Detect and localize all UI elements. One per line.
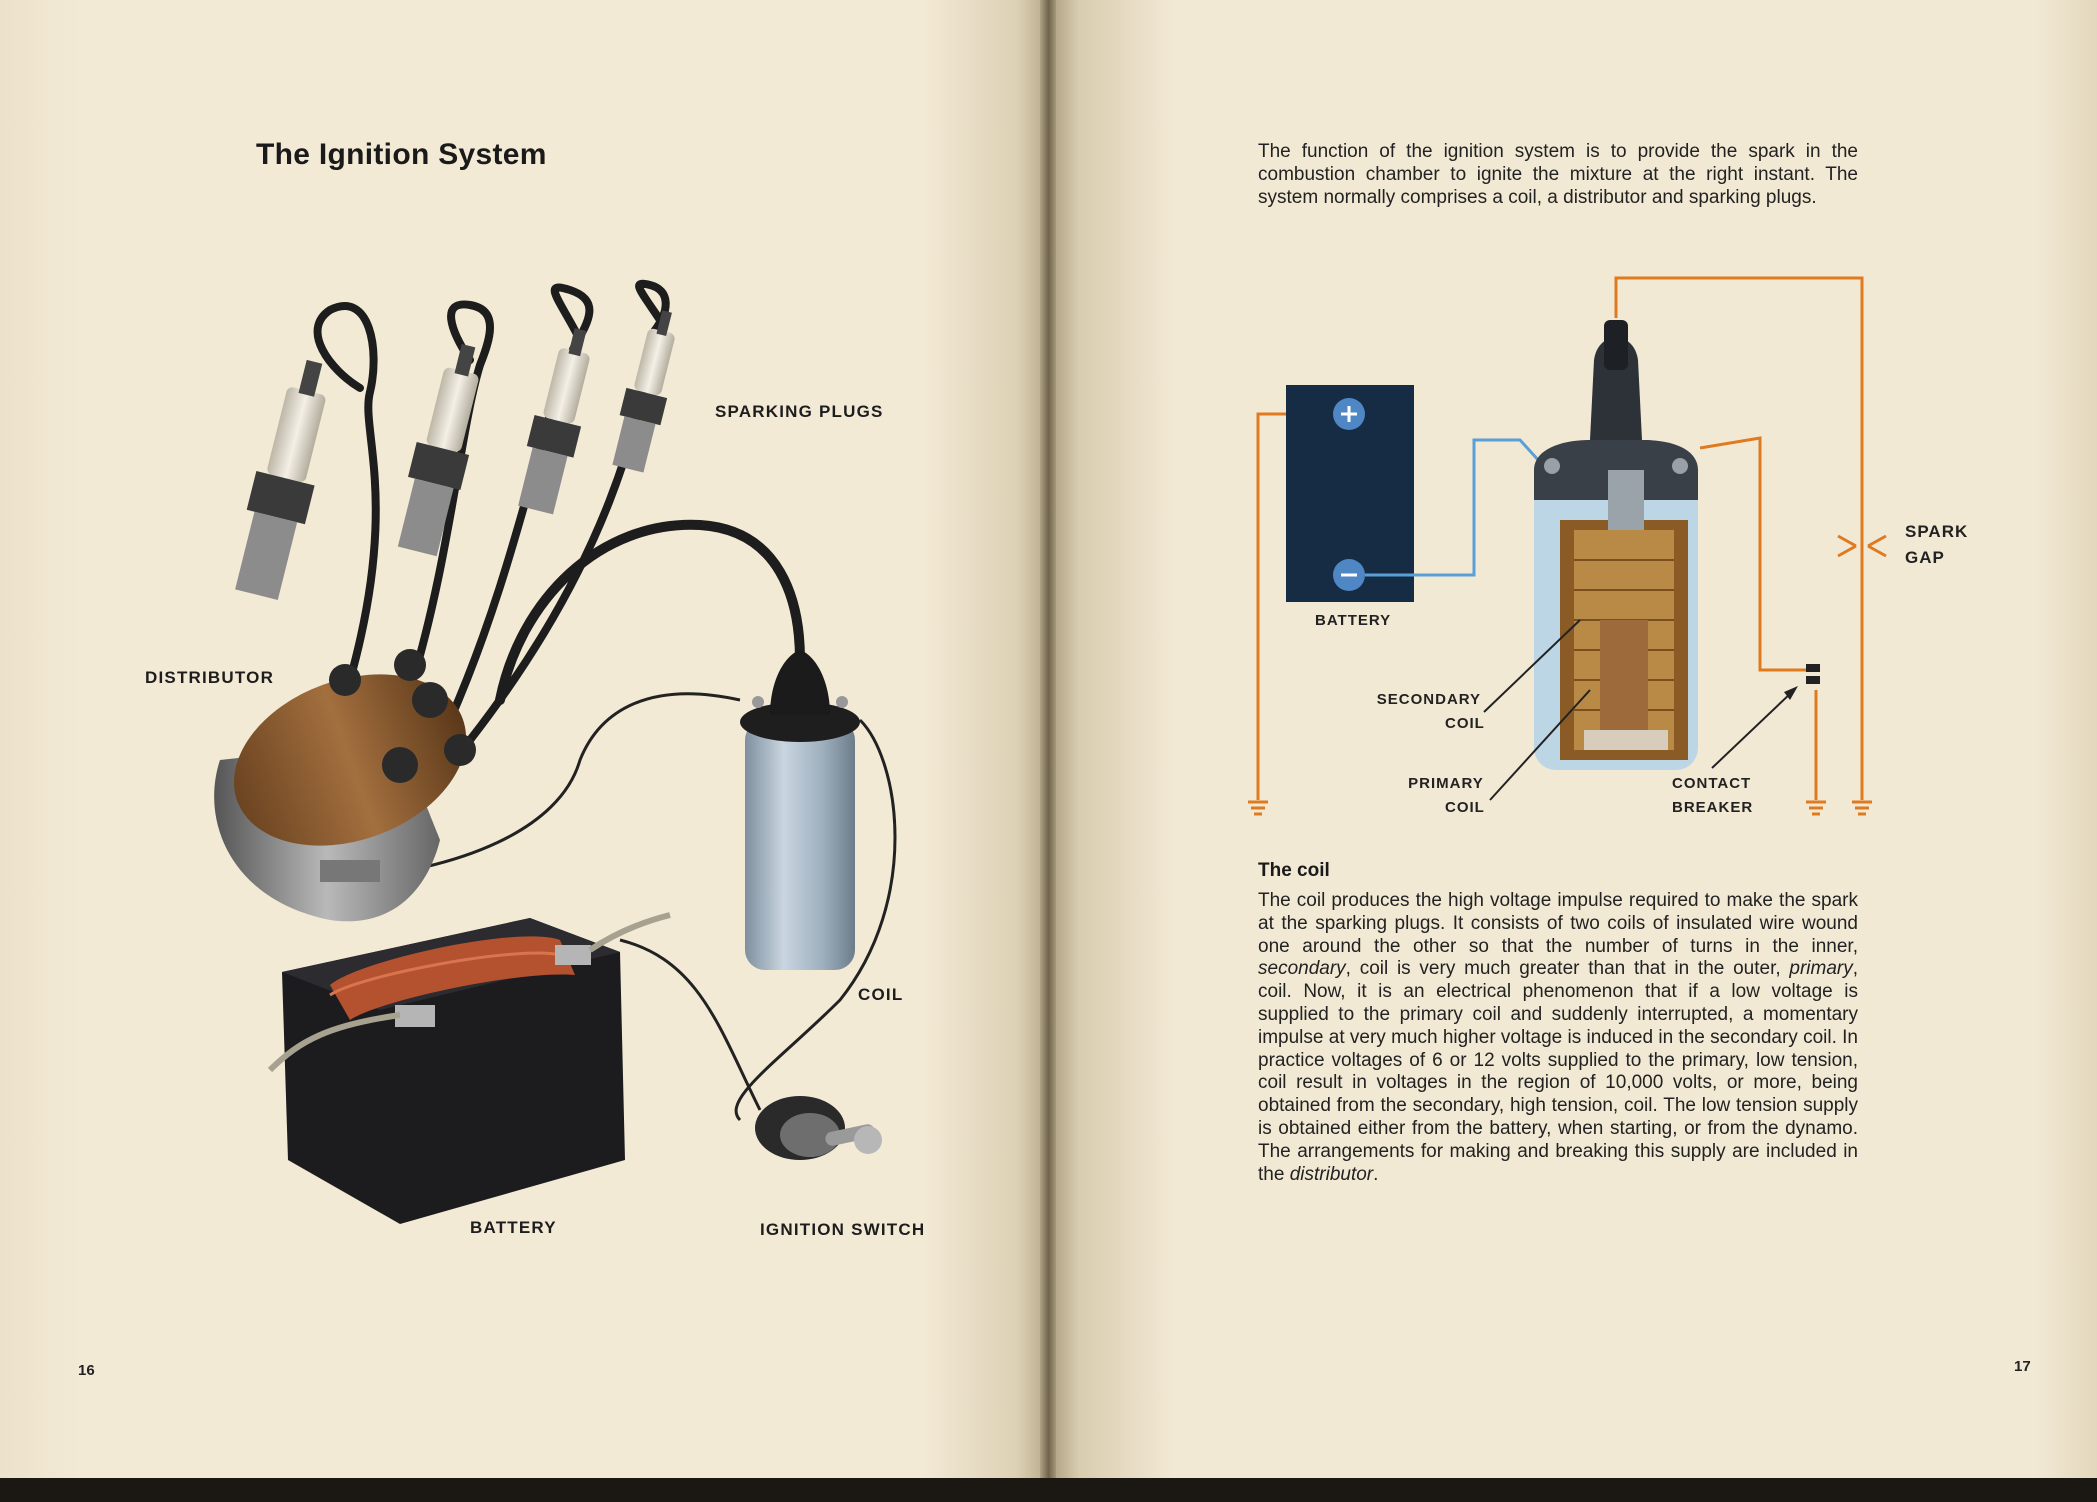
label-coil: COIL — [858, 985, 904, 1004]
diagram-leader-lines — [1483, 619, 1793, 801]
spark-gap-symbol — [1837, 530, 1887, 562]
diagram-label-spark-gap: SPARK GAP — [1905, 522, 1969, 567]
contact-breaker-symbol — [1806, 664, 1820, 672]
intro-paragraph: The function of the ignition system is t… — [1258, 141, 1858, 208]
label-battery: BATTERY — [470, 1218, 557, 1237]
spark-plugs — [235, 310, 675, 600]
diagram-label-battery: BATTERY — [1315, 612, 1392, 629]
earth-symbols — [1248, 800, 1872, 816]
bottom-edge — [0, 1478, 2097, 1502]
contact-breaker-arrow — [1784, 686, 1798, 700]
ignition-system-illustration — [214, 279, 897, 1224]
label-ignition-switch: IGNITION SWITCH — [760, 1220, 926, 1239]
book-gutter — [1040, 0, 1056, 1478]
low-tension-wires — [339, 692, 897, 1122]
blue-wire — [1365, 438, 1542, 577]
page-number-right: 17 — [2014, 1358, 2031, 1375]
page-title: The Ignition System — [256, 138, 547, 171]
coil-circuit-diagram — [1248, 276, 1887, 816]
diagram-label-secondary-coil: SECONDARY COIL — [1376, 691, 1485, 732]
battery — [267, 912, 671, 1224]
coil-body-paragraph: The coil produces the high voltage impul… — [1258, 890, 1858, 1185]
distributor — [214, 649, 476, 922]
ignition-switch — [755, 1096, 882, 1160]
diagram-label-contact-breaker: CONTACT BREAKER — [1672, 775, 1754, 816]
label-distributor: DISTRIBUTOR — [145, 668, 275, 687]
diagram-label-primary-coil: PRIMARY COIL — [1408, 775, 1485, 816]
section-heading-coil: The coil — [1258, 860, 1330, 881]
coil — [740, 650, 860, 970]
page-number-left: 16 — [78, 1362, 95, 1379]
label-sparking-plugs: SPARKING PLUGS — [715, 402, 884, 421]
diagram-coil-cutaway — [1534, 320, 1698, 770]
